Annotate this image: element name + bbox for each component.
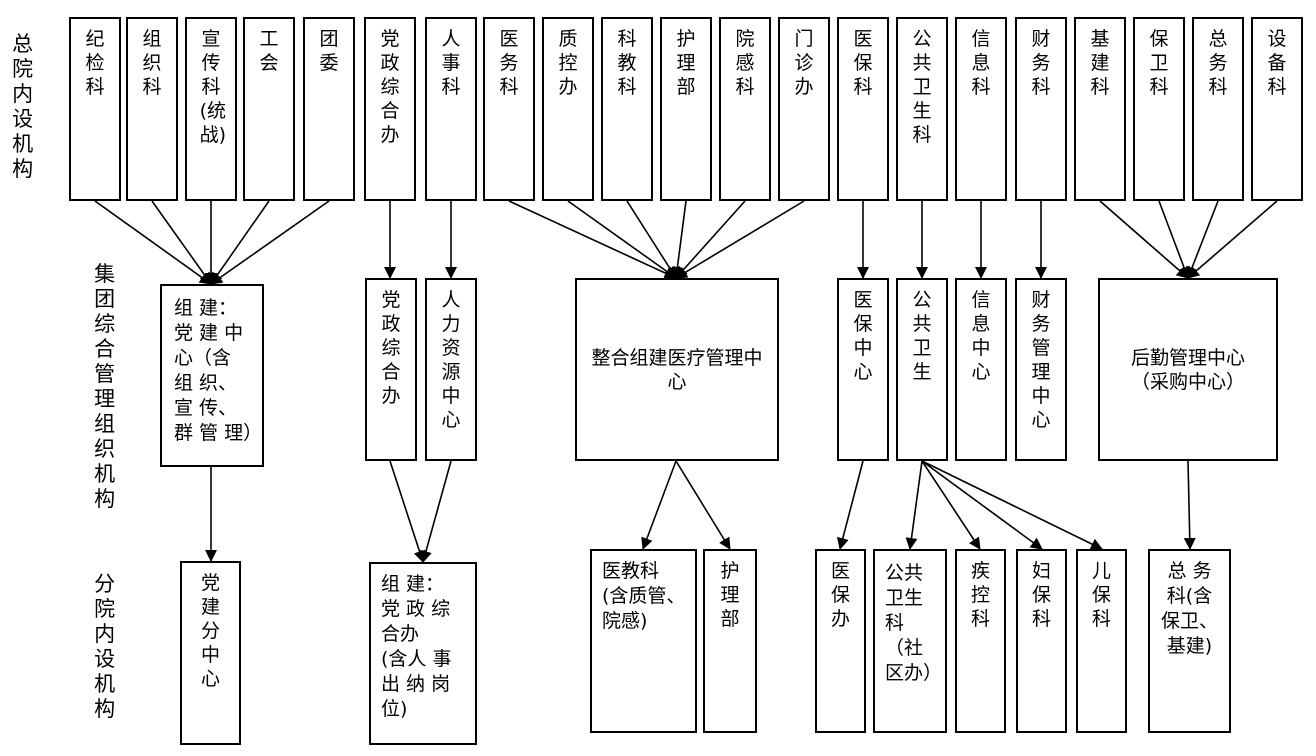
top-unit-finance: 财务科 — [1015, 17, 1067, 201]
top-unit-publicity: 宣传科(统战) — [185, 17, 237, 201]
unit-label: 党建分中心 — [200, 572, 221, 690]
unit-label: 信息中心 — [971, 289, 991, 383]
unit-label: 护理部 — [720, 560, 740, 630]
branch-nursing: 护理部 — [703, 549, 757, 733]
top-unit-public-health: 公共卫生科 — [896, 17, 948, 201]
top-unit-information: 信息科 — [955, 17, 1007, 201]
branch-general-affairs: 总 务 科(含 保卫、 基建) — [1148, 549, 1231, 733]
branch-insurance-office: 医保办 — [815, 549, 866, 733]
unit-label: 工会 — [259, 28, 279, 74]
unit-label: 医教科 (含质管、 院感) — [602, 560, 686, 632]
branch-party-center: 党建分中心 — [180, 561, 241, 745]
group-party-admin-office: 党政综合办 — [365, 278, 417, 461]
top-unit-organization: 组织科 — [126, 17, 178, 201]
top-unit-infection-control: 院感科 — [719, 17, 771, 201]
top-unit-nursing: 护理部 — [660, 17, 712, 201]
unit-label: 组 建： 党 建 中 心（含 组 织、 宣 传、 群 管 理） — [174, 297, 263, 444]
top-unit-quality-control: 质控办 — [542, 17, 594, 201]
row-label-top: 总院内设机构 — [12, 32, 34, 181]
group-party-building-center: 组 建： 党 建 中 心（含 组 织、 宣 传、 群 管 理） — [160, 284, 264, 467]
unit-label: 科教科 — [617, 28, 637, 98]
group-logistics-center: 后勤管理中心 （采购中心） — [1098, 278, 1278, 461]
top-unit-union: 工会 — [243, 17, 295, 201]
top-unit-medical-affairs: 医务科 — [483, 17, 535, 201]
unit-label: 总务科 — [1208, 28, 1228, 98]
unit-label: 质控办 — [558, 28, 578, 98]
unit-label: 疾控科 — [970, 560, 991, 630]
unit-label: 儿保科 — [1091, 560, 1112, 630]
unit-label: 院感科 — [735, 28, 755, 98]
branch-child-health: 儿保科 — [1076, 549, 1127, 733]
unit-label: 团委 — [319, 28, 339, 74]
row-label-middle: 集团综合管理组织机构 — [94, 262, 116, 511]
unit-label: 组织科 — [142, 28, 162, 98]
unit-label: 设备科 — [1267, 28, 1287, 98]
branch-public-health: 公共卫生科（社区办） — [873, 549, 947, 733]
unit-label: 党政综合办 — [380, 28, 400, 146]
top-unit-discipline: 纪检科 — [69, 17, 121, 201]
unit-label: 公共卫生科（社区办） — [885, 562, 943, 684]
branch-women-health: 妇保科 — [1016, 549, 1067, 733]
top-unit-general-affairs: 总务科 — [1192, 17, 1244, 201]
group-information-center: 信息中心 — [955, 278, 1007, 461]
group-medical-management-center: 整合组建医疗管理中心 — [575, 278, 779, 461]
group-hr-center: 人力资源中心 — [425, 278, 477, 461]
unit-label: 财务管理中心 — [1031, 289, 1051, 431]
branch-medical-education: 医教科 (含质管、 院感) — [590, 549, 697, 733]
unit-label: 组 建： 党 政 综 合办 (含人 事 出 纳 岗 位) — [381, 573, 452, 720]
unit-label: 整合组建医疗管理中心 — [591, 346, 763, 393]
branch-disease-control: 疾控科 — [955, 549, 1006, 733]
unit-label: 保卫科 — [1149, 28, 1169, 98]
unit-label: 基建科 — [1090, 28, 1110, 98]
unit-label: 妇保科 — [1031, 560, 1052, 630]
unit-label: 总 务 科(含 保卫、 基建) — [1160, 560, 1218, 657]
top-unit-party-admin: 党政综合办 — [364, 17, 416, 201]
top-unit-youth-league: 团委 — [303, 17, 355, 201]
unit-label: 医务科 — [499, 28, 519, 98]
unit-label: 纪检科 — [85, 28, 105, 98]
branch-admin-office: 组 建： 党 政 综 合办 (含人 事 出 纳 岗 位) — [369, 562, 477, 745]
unit-label: 后勤管理中心 （采购中心） — [1130, 346, 1245, 393]
top-unit-construction: 基建科 — [1074, 17, 1126, 201]
unit-label: 公共卫生科 — [912, 28, 932, 146]
unit-label: 公共卫生 — [912, 289, 932, 383]
unit-label: 医保科 — [853, 28, 873, 98]
unit-label: 医保办 — [830, 560, 851, 630]
group-finance-center: 财务管理中心 — [1015, 278, 1067, 461]
unit-label: 门诊办 — [794, 28, 814, 98]
unit-label: 财务科 — [1031, 28, 1051, 98]
unit-label: 信息科 — [971, 28, 991, 98]
unit-label: 医保中心 — [853, 289, 873, 383]
group-public-health: 公共卫生 — [896, 278, 948, 461]
top-unit-personnel: 人事科 — [425, 17, 477, 201]
top-unit-equipment: 设备科 — [1251, 17, 1303, 201]
unit-label: 党政综合办 — [381, 289, 401, 407]
top-unit-outpatient: 门诊办 — [778, 17, 830, 201]
unit-label: 护理部 — [676, 28, 696, 98]
top-unit-science-education: 科教科 — [601, 17, 653, 201]
row-label-bottom: 分院内设机构 — [94, 572, 116, 721]
top-unit-security: 保卫科 — [1133, 17, 1185, 201]
unit-label: 人力资源中心 — [441, 289, 461, 431]
unit-label: 宣传科(统战) — [199, 28, 227, 146]
group-insurance-center: 医保中心 — [837, 278, 889, 461]
unit-label: 人事科 — [441, 28, 461, 98]
top-unit-medical-insurance: 医保科 — [837, 17, 889, 201]
